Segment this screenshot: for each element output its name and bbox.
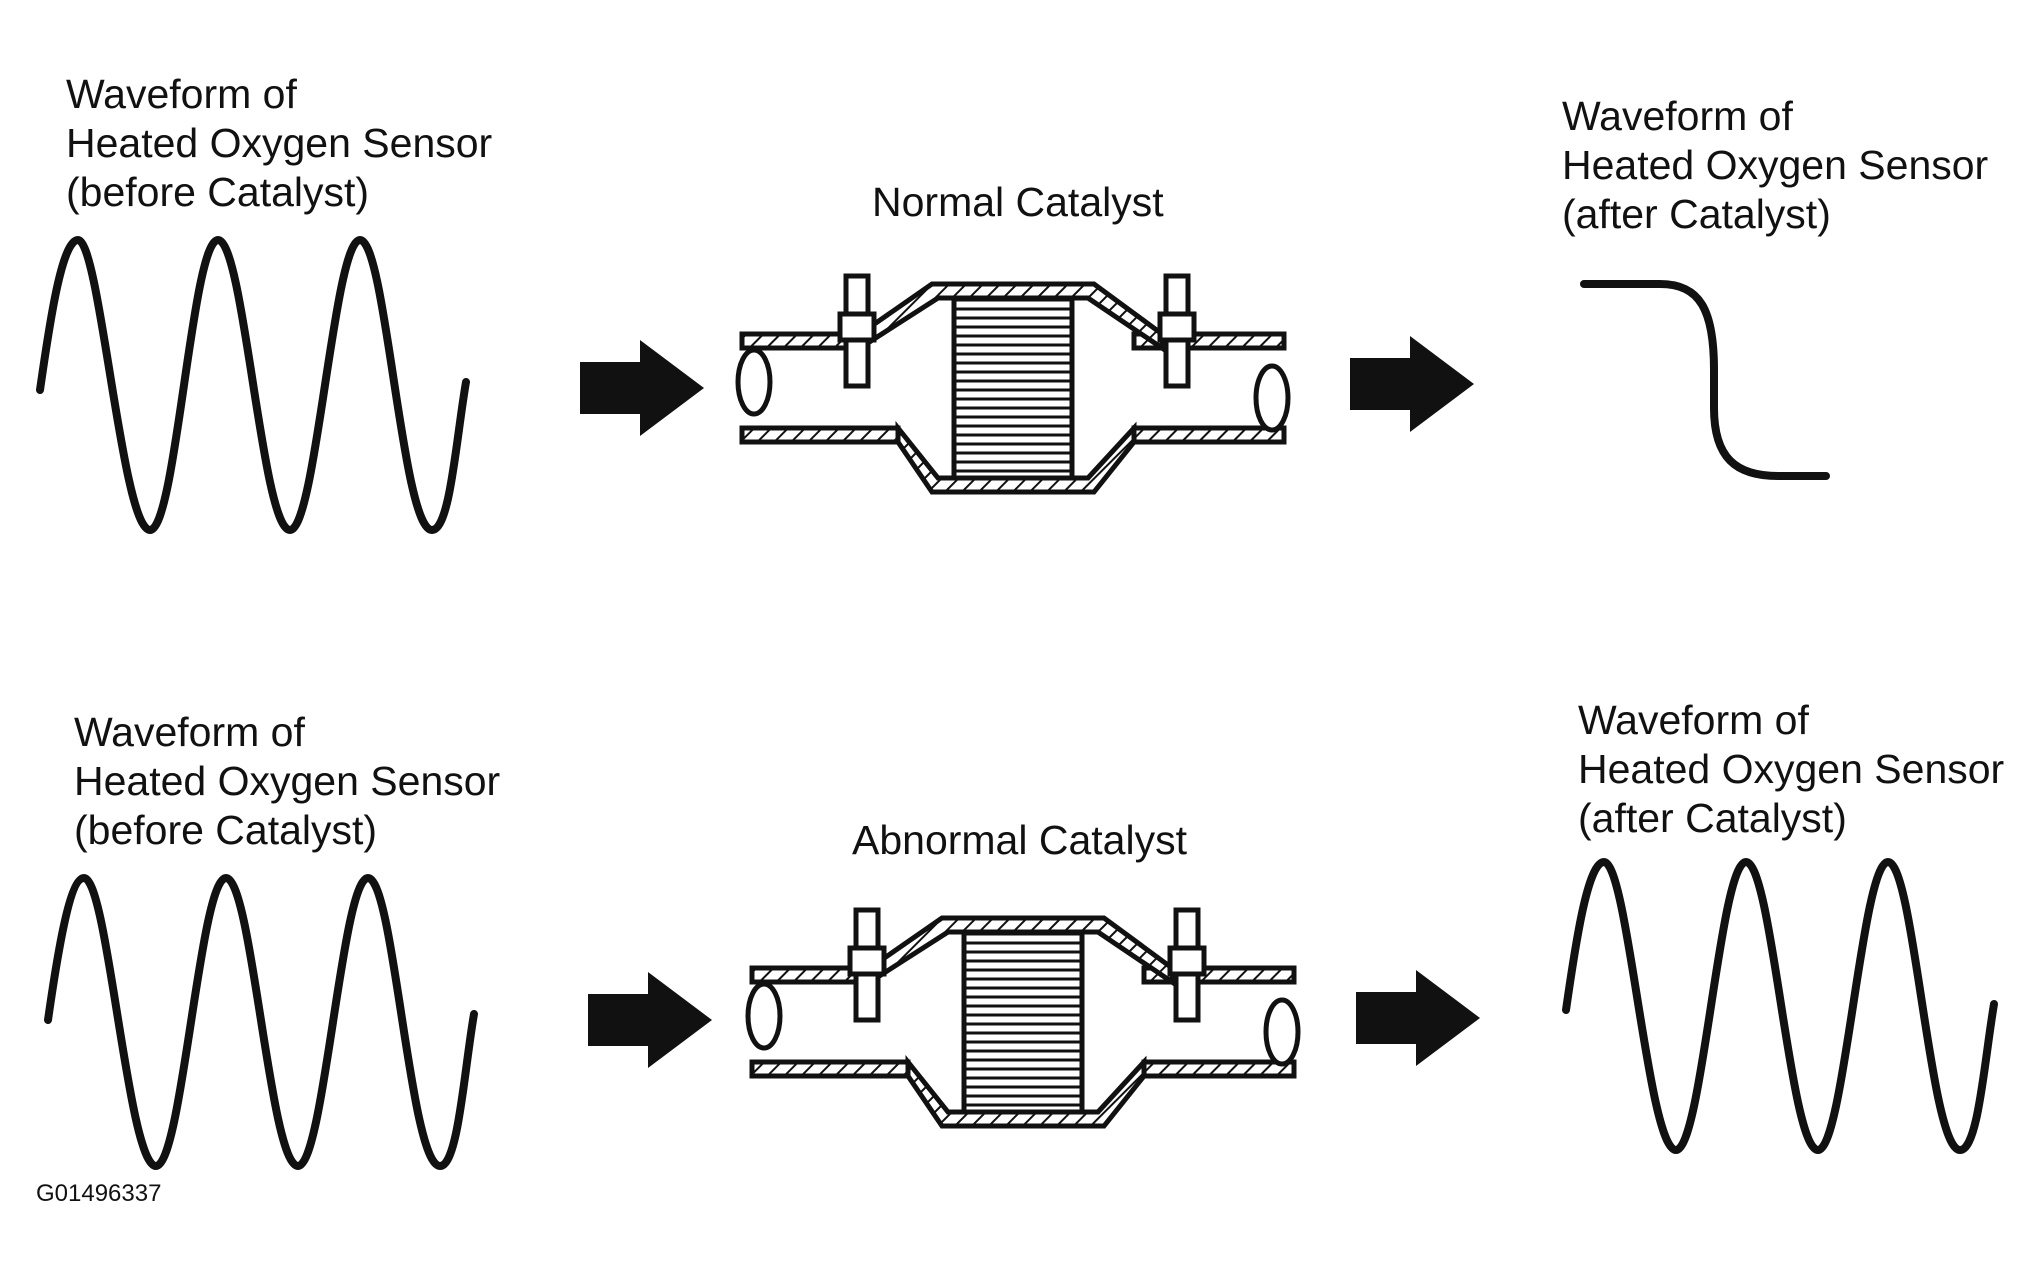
bottom-input-arrow-icon: [588, 972, 712, 1068]
top-before-label-line-3: (before Catalyst): [66, 169, 370, 215]
bottom-before-waveform: [44, 873, 478, 1171]
top-before-label: Waveform of Heated Oxygen Sensor (before…: [66, 70, 492, 217]
top-input-arrow-icon: [580, 340, 704, 436]
bottom-after-waveform: [1562, 857, 1998, 1155]
abnormal-catalyst-label: Abnormal Catalyst: [852, 817, 1187, 863]
bottom-before-label-line-1: Waveform of: [74, 709, 305, 755]
top-after-label: Waveform of Heated Oxygen Sensor (after …: [1562, 92, 1988, 239]
bottom-before-label-line-2: Heated Oxygen Sensor: [74, 758, 501, 804]
top-before-label-line-1: Waveform of: [66, 71, 297, 117]
top-before-label-line-2: Heated Oxygen Sensor: [66, 120, 493, 166]
top-before-waveform: [36, 235, 470, 535]
bottom-before-label: Waveform of Heated Oxygen Sensor (before…: [74, 708, 500, 855]
top-after-label-line-2: Heated Oxygen Sensor: [1562, 142, 1989, 188]
abnormal-catalyst-icon: [748, 910, 1298, 1126]
top-after-waveform: [1580, 280, 1830, 480]
bottom-after-label-line-2: Heated Oxygen Sensor: [1578, 746, 2005, 792]
bottom-after-label-line-1: Waveform of: [1578, 697, 1809, 743]
bottom-after-label: Waveform of Heated Oxygen Sensor (after …: [1578, 696, 2004, 843]
top-output-arrow-icon: [1350, 336, 1474, 432]
figure-id: G01496337: [36, 1180, 162, 1207]
top-after-label-line-1: Waveform of: [1562, 93, 1793, 139]
top-after-label-line-3: (after Catalyst): [1562, 191, 1831, 237]
normal-catalyst-label: Normal Catalyst: [872, 179, 1164, 225]
bottom-before-label-line-3: (before Catalyst): [74, 807, 378, 853]
bottom-after-label-line-3: (after Catalyst): [1578, 795, 1847, 841]
normal-catalyst-icon: [738, 276, 1288, 492]
bottom-output-arrow-icon: [1356, 970, 1480, 1066]
